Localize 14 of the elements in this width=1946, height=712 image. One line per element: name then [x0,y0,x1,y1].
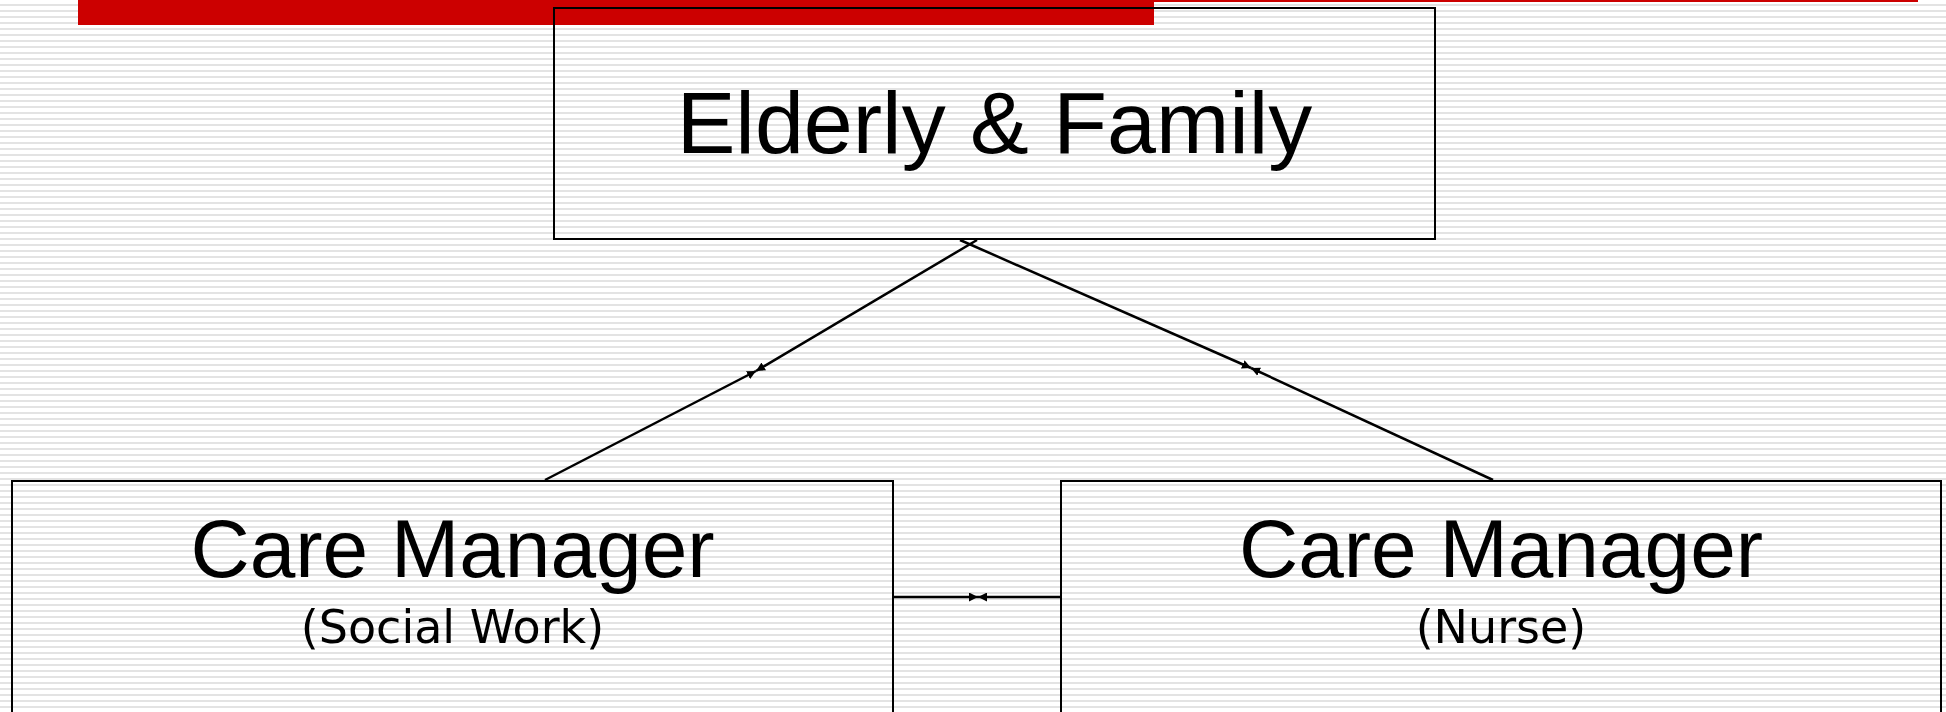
arrow [894,592,978,602]
arrow [544,369,757,482]
box-subtitle: (Nurse) [1415,599,1587,657]
box-subtitle: (Social Work) [300,599,605,657]
box-title: Elderly & Family [676,75,1313,172]
text-box [553,7,1436,240]
box-title: Care Manager [1238,504,1764,595]
text-box [11,480,894,712]
arrow [755,238,978,373]
arrow [978,592,1060,602]
arrow [1250,366,1494,482]
text-box [1060,480,1942,712]
box-title: Care Manager [190,504,715,595]
arrow [959,238,1252,370]
